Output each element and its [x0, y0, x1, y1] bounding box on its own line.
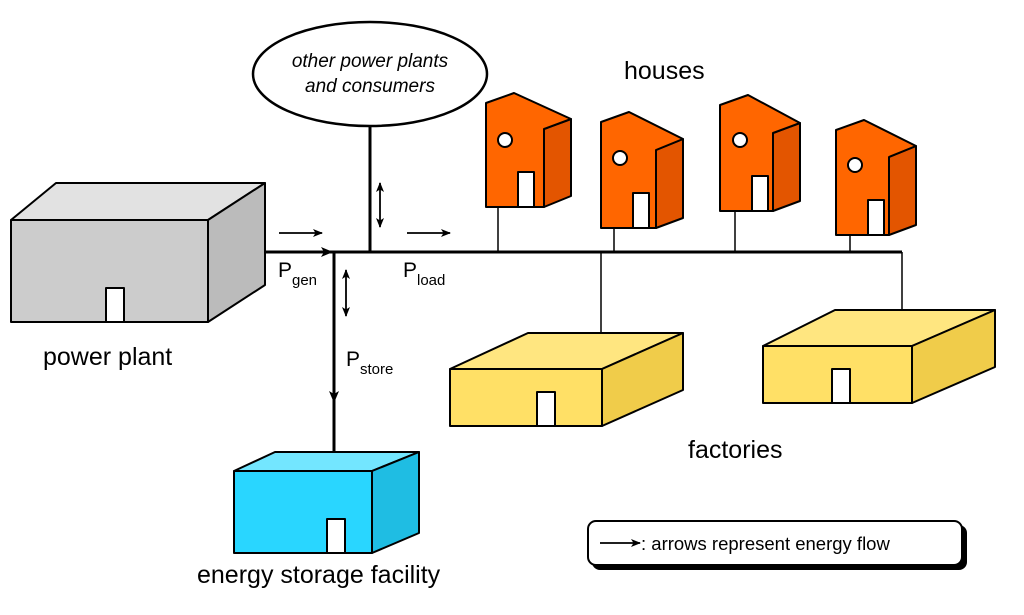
other-power-plants-node: other power plants and consumers	[251, 20, 489, 128]
house-4-front	[835, 119, 917, 236]
factories-label: factories	[688, 436, 782, 464]
house-1-window	[497, 132, 513, 148]
house-2-side	[655, 138, 684, 229]
p-gen-label: P gen	[278, 259, 317, 289]
svg-text:store: store	[360, 361, 393, 378]
house-3-window	[732, 132, 748, 148]
house-2-front	[600, 111, 684, 229]
svg-text:gen: gen	[292, 272, 317, 289]
house-4-side	[888, 145, 917, 236]
houses-label: houses	[624, 57, 705, 85]
power-plant	[10, 182, 266, 323]
storage-front	[233, 470, 373, 554]
power-plant-label: power plant	[43, 343, 172, 371]
house-4-door	[867, 199, 885, 236]
other-consumers-line1: other power plants	[292, 51, 449, 72]
storage-side	[371, 451, 420, 554]
factory-1-front	[449, 368, 603, 427]
legend: : arrows represent energy flow	[587, 520, 967, 570]
house-4-window	[847, 157, 863, 173]
svg-text:P: P	[278, 259, 292, 282]
house-4	[835, 119, 917, 236]
storage-door	[326, 518, 346, 554]
house-2-door	[632, 192, 650, 229]
factory-2-door	[831, 368, 851, 404]
house-3-side	[772, 122, 801, 212]
other-consumers-line2: and consumers	[305, 76, 435, 97]
svg-text:load: load	[417, 272, 445, 289]
legend-text: : arrows represent energy flow	[641, 533, 890, 554]
energy-storage-label: energy storage facility	[197, 561, 441, 589]
house-3-front	[719, 94, 801, 212]
house-1	[485, 92, 572, 208]
house-1-front	[485, 92, 572, 208]
p-load-label: P load	[403, 259, 445, 289]
svg-text:P: P	[403, 259, 417, 282]
house-3	[719, 94, 801, 212]
power-plant-door	[105, 287, 125, 323]
factory-1-door	[536, 391, 556, 427]
flow-arrows	[268, 182, 451, 403]
factory-2	[762, 309, 996, 404]
house-1-door	[517, 171, 535, 208]
house-2-window	[612, 150, 628, 166]
house-3-door	[751, 175, 769, 212]
other-consumers-ellipse	[251, 20, 489, 128]
p-store-label: P store	[346, 348, 393, 378]
energy-storage-facility	[233, 451, 420, 554]
house-1-side	[543, 118, 572, 208]
drop-wires	[497, 207, 903, 333]
factory-1	[449, 332, 684, 427]
svg-text:P: P	[346, 348, 360, 371]
legend-box	[587, 520, 963, 566]
house-2	[600, 111, 684, 229]
